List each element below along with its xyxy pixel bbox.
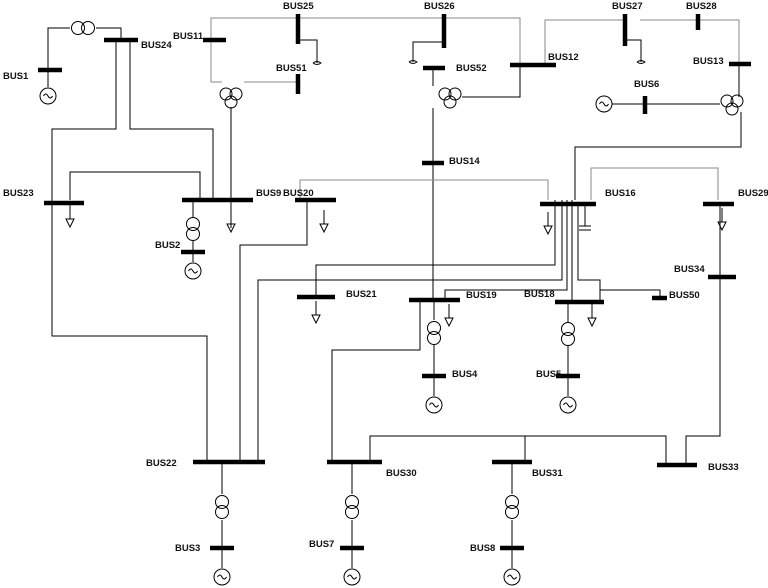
connection-lines — [47, 17, 742, 568]
wind-generator-bus27-icon — [636, 60, 646, 64]
transformer-bus19-bus4 — [427, 321, 441, 345]
load-bus23-icon — [65, 204, 75, 228]
generator-bus4-icon — [425, 396, 443, 414]
label-bus22: BUS22 — [146, 458, 177, 469]
label-bus24: BUS24 — [141, 40, 172, 51]
label-bus18: BUS18 — [524, 289, 555, 300]
label-bus12: BUS12 — [548, 52, 579, 63]
label-bus19: BUS19 — [466, 290, 497, 301]
transformer-bus9-bus2 — [186, 217, 200, 241]
label-bus16: BUS16 — [605, 188, 636, 199]
label-bus29: BUS29 — [738, 188, 768, 199]
label-bus21: BUS21 — [346, 289, 377, 300]
label-bus34: BUS34 — [674, 264, 705, 275]
label-bus25: BUS25 — [283, 1, 314, 12]
label-bus13: BUS13 — [693, 56, 724, 67]
label-bus14: BUS14 — [449, 156, 480, 167]
label-bus52: BUS52 — [456, 63, 487, 74]
label-bus51: BUS51 — [276, 63, 307, 74]
wind-generator-icons — [312, 60, 646, 65]
load-bus19-icon — [444, 303, 454, 327]
label-bus11: BUS11 — [173, 31, 204, 42]
label-bus9: BUS9 — [256, 188, 281, 199]
label-bus6: BUS6 — [634, 79, 659, 90]
transformer-bus1-bus24 — [71, 21, 95, 35]
generator-bus7-icon — [343, 568, 361, 586]
label-bus1: BUS1 — [3, 71, 29, 82]
capacitor-bus16-icon — [579, 206, 591, 231]
label-bus20: BUS20 — [283, 188, 314, 199]
load-bus29-icon — [717, 207, 727, 231]
label-bus28: BUS28 — [686, 1, 717, 12]
load-bus20-icon — [319, 209, 329, 233]
wind-generator-bus25-icon — [312, 61, 322, 65]
bus-bars — [38, 14, 751, 551]
transformer-bus22-bus3 — [215, 495, 229, 519]
label-bus31: BUS31 — [532, 468, 563, 479]
label-bus30: BUS30 — [386, 468, 417, 479]
label-bus4: BUS4 — [452, 369, 478, 380]
generator-bus2-icon — [184, 262, 202, 280]
label-bus50: BUS50 — [669, 290, 700, 301]
wind-generator-bus26-icon — [408, 60, 418, 64]
label-bus5: BUS5 — [536, 369, 562, 380]
transformer-three-winding-13 — [720, 94, 744, 116]
transformer-three-winding-52 — [438, 87, 462, 109]
load-bus9-icon — [226, 209, 236, 233]
generator-bus6-icon — [595, 95, 613, 113]
generator-bus8-icon — [503, 568, 521, 586]
label-bus8: BUS8 — [470, 543, 495, 554]
label-bus2: BUS2 — [155, 240, 180, 251]
bus-labels: BUS1 BUS2 BUS3 BUS4 BUS5 BUS6 BUS7 BUS8 … — [3, 1, 768, 554]
load-bus16-icon — [543, 211, 553, 235]
load-bus21-icon — [311, 300, 321, 324]
transformer-bus31-bus8 — [505, 495, 519, 519]
label-bus3: BUS3 — [175, 543, 200, 554]
transformers — [71, 21, 744, 519]
generator-bus3-icon — [213, 568, 231, 586]
label-bus7: BUS7 — [309, 539, 334, 550]
label-bus23: BUS23 — [3, 188, 34, 199]
transformer-bus18-bus5 — [561, 322, 575, 346]
transformer-bus30-bus7 — [345, 495, 359, 519]
transformer-three-winding-51 — [219, 87, 243, 109]
label-bus27: BUS27 — [612, 1, 643, 12]
generator-bus1-icon — [39, 87, 57, 105]
generator-bus5-icon — [559, 396, 577, 414]
label-bus33: BUS33 — [708, 462, 739, 473]
load-bus18-icon — [587, 303, 597, 327]
label-bus26: BUS26 — [424, 1, 455, 12]
